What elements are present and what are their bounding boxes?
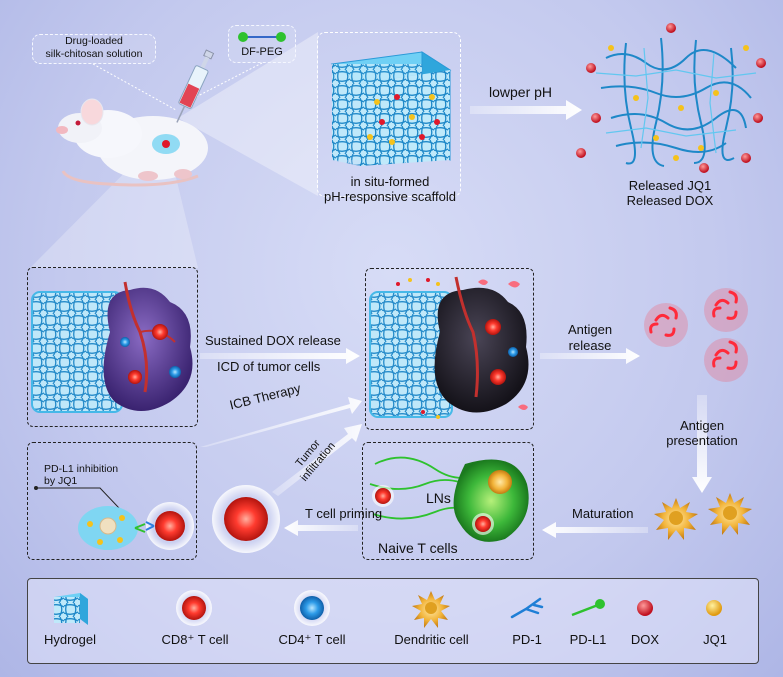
- legend: [27, 578, 759, 664]
- hydrogel-cube-large: [330, 51, 452, 166]
- solution-label-box: [32, 34, 156, 64]
- legend-pd1-label: PD-1: [512, 632, 542, 647]
- t-cell-label: T cell priming: [305, 506, 383, 521]
- lymph-node-illustration: [369, 456, 529, 542]
- t-cell-priming-arrow: [284, 520, 358, 536]
- legend-cd4-label: CD4⁺ T cell: [278, 632, 346, 647]
- scaffold-label: in situ-formed pH-responsive scaffold: [324, 174, 456, 204]
- lns-label: LNs: [426, 490, 451, 506]
- legend-pdl1-label: PD-L1: [569, 632, 607, 647]
- antigen-release-arrow: [540, 348, 640, 364]
- activated-cd8-t-cell: [212, 485, 280, 553]
- solution-label: Drug-loaded silk-chitosan solution: [45, 35, 143, 60]
- legend-cd8-label: CD8⁺ T cell: [161, 632, 229, 647]
- released-label: Released JQ1 Released DOX: [626, 178, 714, 208]
- legend-dox-label: DOX: [630, 632, 660, 647]
- dfpeg-molecule-icon: [238, 32, 286, 42]
- hydrogel-tumor-illustration: [31, 281, 193, 413]
- lymph-node-box: [362, 442, 534, 560]
- legend-jq1-icon: [706, 600, 722, 616]
- syringe-icon: [176, 49, 215, 123]
- legend-pd1-icon: [510, 597, 544, 619]
- legend-cd4-icon: [294, 590, 330, 626]
- legend-dendritic-label: Dendritic cell: [394, 632, 469, 647]
- ph-arrow: [470, 100, 582, 120]
- dendritic-cells: [654, 493, 752, 540]
- legend-dox-icon: [637, 600, 653, 616]
- antigen-presentation-arrow: [692, 395, 712, 493]
- legend-dendritic-icon: [412, 591, 450, 628]
- scaffold-box: [317, 32, 461, 197]
- maturation-label: Maturation: [572, 506, 634, 521]
- dfpeg-label: DF-PEG: [241, 46, 283, 58]
- icd-tumor-box: [365, 268, 534, 430]
- legend-hydrogel-icon: [54, 593, 88, 625]
- tumor-infiltration-arrow: [272, 424, 362, 496]
- pdl1-inhibition-label: PD-L1 inhibition by JQ1: [44, 463, 119, 487]
- maturation-arrow: [542, 522, 648, 538]
- antigen-cluster: [644, 288, 748, 382]
- mouse-illustration: [56, 98, 208, 187]
- icd-tumor-illustration: [369, 276, 529, 419]
- legend-hydrogel-label: Hydrogel: [43, 632, 97, 647]
- legend-cd8-icon: [176, 590, 212, 626]
- antigen-release-label: Antigen release: [567, 322, 613, 353]
- dfpeg-label-box: [228, 25, 296, 63]
- ph-label: lowper pH: [489, 84, 553, 100]
- dox-release-arrow: [200, 348, 360, 364]
- dox-release-label: Sustained DOX release: [205, 333, 341, 348]
- legend-pdl1-icon: [571, 599, 605, 617]
- antigen-presentation-label: Antigen presentation: [666, 418, 738, 448]
- legend-jq1-label: JQ1: [703, 632, 727, 647]
- hydrogel-tumor-box: [27, 267, 198, 427]
- icd-label: ICD of tumor cells: [217, 359, 321, 374]
- released-network: [576, 23, 766, 173]
- pdl1-inhibition-box: [27, 442, 197, 560]
- naive-t-cells-label: Naive T cells: [378, 540, 458, 556]
- pdl1-inhibition-illustration: [34, 486, 194, 550]
